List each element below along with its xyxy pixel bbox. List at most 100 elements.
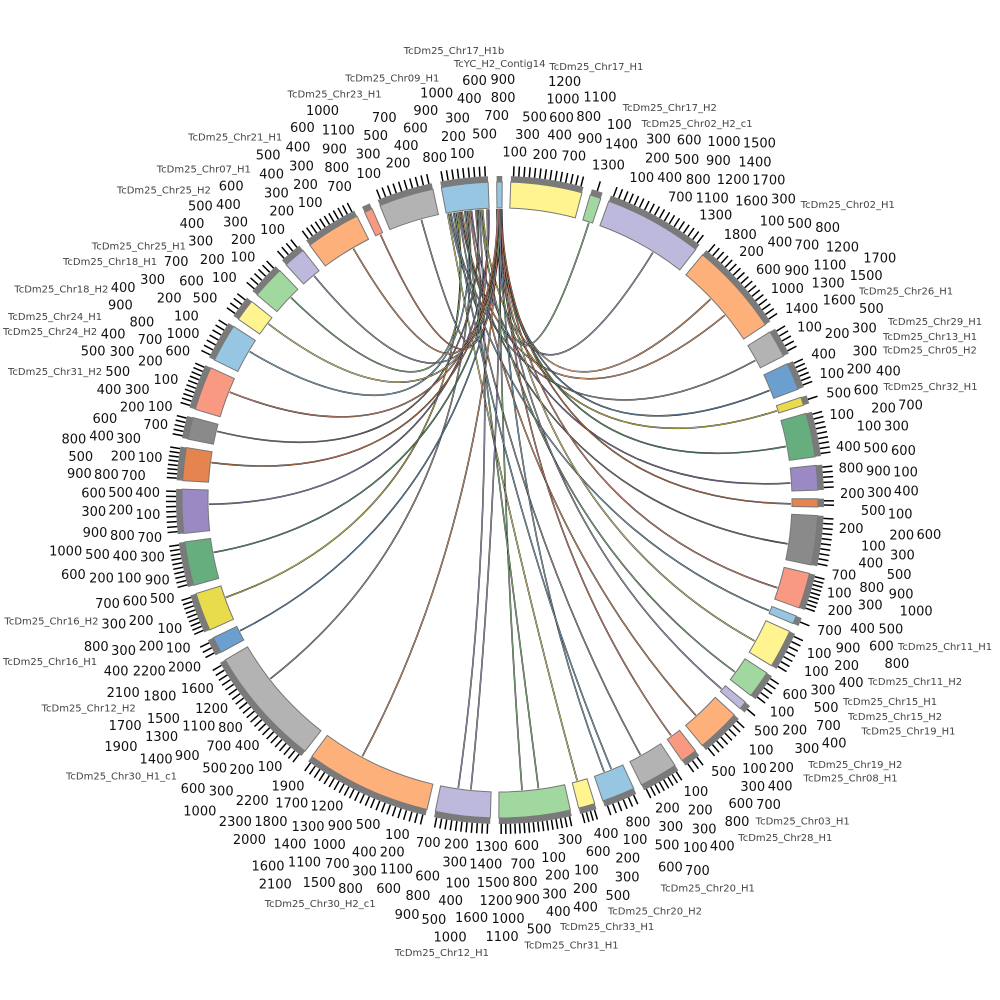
tick-label: 300: [811, 683, 836, 698]
segment-TcDm25_Chr25_H1[interactable]: [226, 293, 273, 335]
segment-TcDm25_Chr02_H1[interactable]: [685, 243, 778, 340]
segment-TcDm25_Chr17_H1b[interactable]: [440, 166, 490, 214]
segment-TcYC_H2_Contig14[interactable]: [496, 176, 503, 209]
segment-block[interactable]: [629, 743, 676, 786]
segment-TcDm25_Chr03_H1[interactable]: [684, 696, 745, 757]
segment-TcDm25_Chr20_H1[interactable]: [629, 743, 683, 799]
segment-TcDm25_Chr16_H2[interactable]: [181, 585, 235, 636]
segment-block[interactable]: [237, 300, 273, 335]
segment-TcDm25_Chr12_H2[interactable]: [199, 625, 245, 659]
segment-block[interactable]: [685, 254, 767, 340]
tick-mark: [409, 178, 414, 189]
segment-TcDm25_Chr12_H1[interactable]: [433, 785, 492, 834]
segment-block[interactable]: [212, 625, 245, 654]
tick-mark: [185, 609, 196, 615]
segment-TcDm25_Chr02_H2_c1[interactable]: [599, 186, 704, 271]
segment-TcDm25_Chr24_H1[interactable]: [172, 414, 219, 445]
segment-TcDm25_Chr16_H1[interactable]: [169, 537, 220, 589]
tick-mark: [564, 817, 568, 828]
segment-TcDm25_Chr28_H1[interactable]: [666, 729, 704, 773]
segment-block[interactable]: [791, 498, 819, 508]
segment-block[interactable]: [181, 488, 211, 535]
segment-TcDm25_Chr17_H1[interactable]: [509, 166, 585, 219]
segment-axis-band: [702, 714, 739, 751]
tick-mark: [687, 227, 695, 237]
segment-TcDm25_Chr18_H1[interactable]: [180, 362, 236, 418]
segment-block[interactable]: [379, 188, 440, 231]
segment-TcDm25_Chr32_H1[interactable]: [775, 395, 818, 414]
segment-block[interactable]: [256, 269, 299, 313]
tick-mark: [169, 450, 180, 454]
segment-block[interactable]: [763, 363, 799, 399]
segment-block[interactable]: [184, 537, 220, 587]
segment-TcDm25_Chr21_H1[interactable]: [301, 202, 370, 267]
segment-TcDm25_Chr24_H2[interactable]: [166, 446, 213, 483]
segment-TcDm25_Chr30_H1_c1[interactable]: [212, 646, 322, 763]
segment-block[interactable]: [285, 249, 320, 285]
link[interactable]: [500, 209, 672, 736]
segment-block[interactable]: [187, 416, 219, 445]
segment-TcDm25_Chr26_H1[interactable]: [747, 325, 797, 369]
segment-block[interactable]: [593, 764, 635, 802]
segment-TcDm25_Chr17_H2[interactable]: [582, 181, 603, 224]
segment-axis-band: [176, 446, 187, 481]
segment-block[interactable]: [748, 620, 791, 667]
segment-TcDm25_Chr15_H2[interactable]: [768, 605, 810, 627]
segment-block[interactable]: [719, 684, 747, 710]
tick-label: 300: [209, 785, 234, 800]
segment-block[interactable]: [571, 778, 596, 809]
segment-TcDm25_Chr11_H2[interactable]: [785, 513, 834, 567]
segment-TcDm25_Chr11_H1[interactable]: [791, 498, 835, 508]
segment-block[interactable]: [213, 325, 257, 373]
link[interactable]: [499, 208, 778, 589]
segment-block[interactable]: [509, 181, 583, 219]
segment-block[interactable]: [224, 646, 322, 752]
tick-label: 100: [166, 641, 191, 656]
segment-TcDm25_Chr20_H2[interactable]: [593, 764, 639, 816]
segment-TcDm25_Chr07_H1[interactable]: [276, 239, 320, 285]
segment-block[interactable]: [498, 784, 572, 819]
segment-TcDm25_Chr05_H2[interactable]: [763, 358, 813, 399]
segment-block[interactable]: [599, 200, 697, 271]
segment-TcDm25_Chr25_H2[interactable]: [246, 260, 299, 313]
segment-TcDm25_Chr29_H1[interactable]: [789, 464, 834, 492]
segment-TcDm25_Chr19_H2[interactable]: [729, 658, 780, 704]
segment-block[interactable]: [195, 585, 235, 631]
segment-block[interactable]: [747, 331, 785, 369]
segment-TcDm25_Chr23_H1[interactable]: [361, 203, 384, 237]
segment-block[interactable]: [729, 658, 768, 697]
segment-block[interactable]: [440, 181, 490, 214]
link-color: [380, 209, 499, 350]
segment-block[interactable]: [194, 367, 236, 418]
link[interactable]: [225, 212, 462, 599]
segment-TcDm25_Chr33_H1[interactable]: [571, 778, 599, 824]
tick-label: 400: [97, 383, 122, 398]
segment-TcDm25_Chr30_H2_c1[interactable]: [304, 734, 434, 825]
segment-TcDm25_Chr09_H1[interactable]: [375, 173, 440, 231]
segment-block[interactable]: [774, 566, 811, 609]
tick-mark: [167, 472, 178, 475]
tick-label: 600: [376, 882, 401, 897]
segment-TcDm25_Chr31_H1[interactable]: [498, 784, 573, 835]
segment-block[interactable]: [182, 446, 213, 483]
segment-block[interactable]: [582, 194, 602, 224]
segment-TcDm25_Chr08_H1[interactable]: [719, 684, 756, 717]
segment-block[interactable]: [434, 785, 492, 819]
segment-block[interactable]: [785, 513, 819, 566]
segment-label: TcDm25_Chr02_H1: [800, 200, 895, 211]
segment-block[interactable]: [309, 215, 370, 267]
segment-block[interactable]: [768, 605, 797, 625]
segment-TcDm25_Chr18_H2[interactable]: [201, 319, 257, 373]
link[interactable]: [361, 209, 499, 757]
segment-block[interactable]: [775, 396, 805, 414]
segment-block[interactable]: [363, 208, 384, 237]
segment-TcDm25_Chr15_H1[interactable]: [774, 566, 825, 613]
segment-block[interactable]: [496, 181, 503, 209]
segment-block[interactable]: [684, 696, 736, 747]
segment-TcDm25_Chr31_H2[interactable]: [166, 488, 211, 535]
segment-block[interactable]: [666, 729, 697, 762]
segment-block[interactable]: [780, 412, 816, 461]
segment-TcDm25_Chr13_H1[interactable]: [780, 410, 831, 461]
segment-block[interactable]: [789, 464, 819, 492]
segment-TcDm25_Chr19_H1[interactable]: [748, 620, 804, 673]
